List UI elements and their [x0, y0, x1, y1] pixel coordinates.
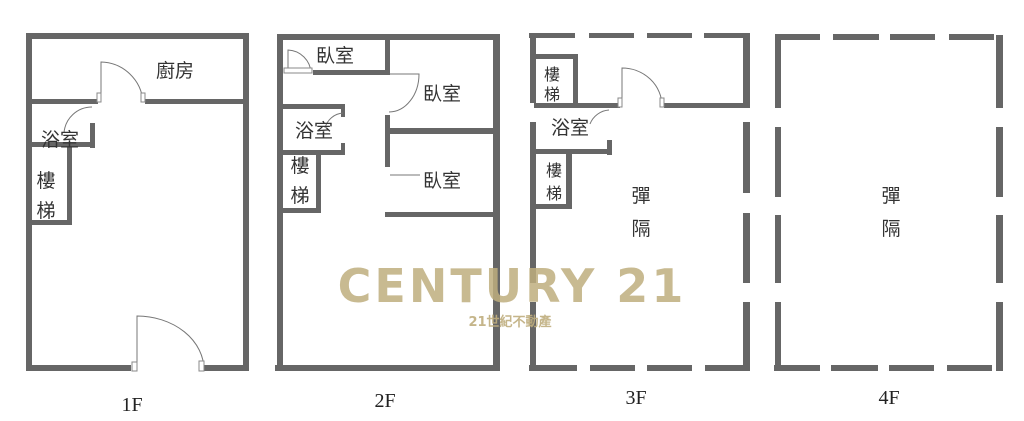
floor-plan-2f	[275, 34, 500, 371]
floor-label-1f: 1F	[121, 394, 142, 416]
room-label-stairs: 樓	[546, 161, 562, 180]
floor-label-2f: 2F	[374, 390, 395, 412]
room-label-partition: 彈	[881, 185, 900, 207]
floor-plan-1f	[26, 33, 249, 372]
watermark-subtitle: 21世紀不動產	[468, 314, 551, 330]
room-label-stairs: 梯	[546, 184, 562, 203]
floor-label-4f: 4F	[878, 387, 899, 409]
room-label-partition: 隔	[881, 218, 900, 240]
room-label-kitchen: 廚房	[156, 59, 194, 82]
room-label-stairs: 梯	[544, 85, 560, 104]
watermark-logo: CENTURY 21	[338, 259, 687, 313]
room-label-partition: 彈	[631, 185, 650, 207]
floor-plan-3f	[529, 33, 750, 371]
floor-label-3f: 3F	[625, 387, 646, 409]
room-label-bathroom: 浴室	[41, 129, 79, 151]
door-bathroom	[63, 106, 93, 134]
room-label-bedroom: 臥室	[423, 83, 461, 105]
room-label-bedroom: 臥室	[316, 45, 354, 67]
room-label-bedroom: 臥室	[423, 170, 461, 192]
room-label-partition: 隔	[631, 218, 650, 240]
door-entrance	[136, 315, 205, 371]
room-label-stairs: 梯	[36, 200, 55, 222]
room-label-stairs: 樓	[36, 170, 55, 192]
room-label-bathroom: 浴室	[551, 117, 589, 139]
floor-plan-4f	[774, 34, 1003, 371]
door-kitchen	[100, 61, 144, 103]
room-label-stairs: 樓	[544, 65, 560, 84]
room-label-stairs: 樓	[290, 155, 309, 177]
room-label-bathroom: 浴室	[295, 120, 333, 142]
room-label-stairs: 梯	[290, 185, 309, 207]
